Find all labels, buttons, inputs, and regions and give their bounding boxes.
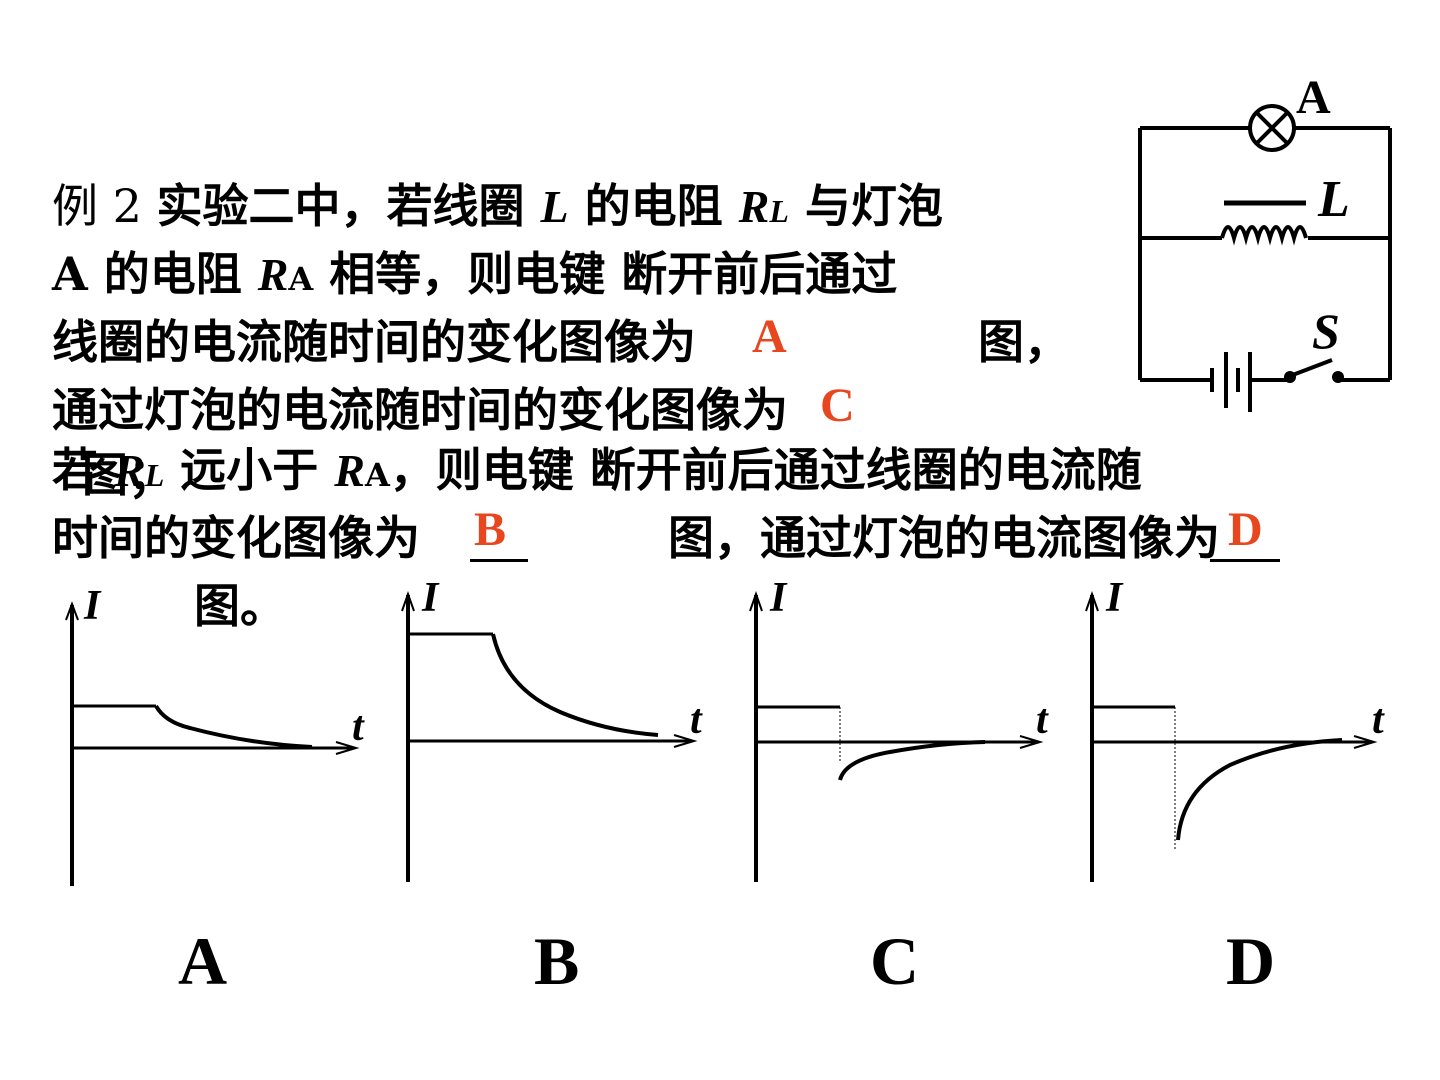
symbol-R: R (334, 445, 365, 496)
switch-blade (1289, 358, 1333, 378)
bulb-circle (1248, 104, 1296, 152)
subscript-L: L (144, 457, 165, 493)
symbol-R: R (257, 249, 289, 300)
question-line-3-tail: 图， (978, 315, 1070, 369)
bulb-label: A (1296, 71, 1331, 124)
graph-c-y-label: I (770, 575, 787, 621)
graph-a-x-arrow (335, 741, 360, 755)
answer-3: B (474, 503, 507, 556)
graph-b (401, 590, 698, 882)
text-segment: 的电阻 (87, 247, 258, 301)
question-line-3: 线圈的电流随时间的变化图像为 (52, 319, 696, 365)
text-segment: 线圈的电流随时间的变化图像为 (52, 315, 696, 369)
graph-b-decay (491, 633, 659, 737)
graph-d-y-arrow (1085, 590, 1099, 612)
text-segment: ，则电键 断开前后通过线圈的电流随 (389, 443, 1142, 497)
symbol-L: L (540, 181, 569, 232)
graph-b-x-arrow (673, 734, 698, 748)
text-segment: 的电阻 (568, 179, 739, 233)
subscript-L: L (769, 193, 789, 229)
graph-a-y-arrow (65, 601, 79, 621)
graph-b-y-arrow (401, 590, 415, 612)
question-line-1: 例 2 实验二中，若线圈 L 的电阻 RL 与灯泡 (52, 183, 943, 234)
graph-b-x-label: t (690, 697, 702, 743)
question-line-7: 图。 (194, 579, 286, 633)
text-segment: 通过灯泡的电流随时间的变化图像为 (52, 383, 788, 437)
symbol-A: A (52, 247, 88, 301)
bulb-cross-2 (1255, 111, 1289, 145)
subscript-A: A (288, 260, 314, 298)
graph-c-letter: C (870, 923, 920, 999)
graph-c-x-label: t (1036, 697, 1048, 743)
example-number: 例 2 (52, 179, 157, 233)
graph-a-letter: A (178, 923, 228, 999)
graph-c-rise (838, 740, 986, 781)
graph-a-decay (154, 704, 313, 749)
text-segment: 若 (52, 443, 115, 497)
graph-d-y-label: I (1106, 575, 1123, 621)
answer-1: A (752, 310, 787, 363)
subscript-A: A (364, 456, 390, 494)
switch-contact-2 (1332, 371, 1344, 383)
graph-b-letter: B (534, 923, 580, 999)
graph-c-x-arrow (1019, 735, 1044, 749)
text-segment: 时间的变化图像为 (52, 511, 420, 565)
symbol-R: R (738, 181, 770, 232)
graph-a-y-label: I (84, 583, 101, 629)
inductor-coil (1220, 225, 1308, 246)
question-line-6-mid: 图，通过灯泡的电流图像为 (668, 511, 1220, 565)
graph-a (65, 601, 360, 886)
graph-d-letter: D (1226, 923, 1276, 999)
question-line-5: 若 RL 远小于 RA，则电键 断开前后通过线圈的电流随 (52, 447, 1142, 498)
answer-4: D (1228, 503, 1263, 556)
graph-d-x-label: t (1372, 697, 1384, 743)
answer-2: C (820, 379, 855, 432)
inductor-label: L (1318, 171, 1350, 228)
graph-d-rise (1176, 738, 1343, 841)
switch-contact-1 (1284, 371, 1296, 383)
question-line-4: 通过灯泡的电流随时间的变化图像为 (52, 387, 788, 433)
blank-4-underline (1210, 559, 1280, 562)
question-line-6: 时间的变化图像为 (52, 515, 420, 561)
text-segment: 实验二中，若线圈 (156, 179, 541, 233)
text-segment: 相等，则电键 断开前后通过 (313, 247, 898, 301)
graph-c (749, 590, 1044, 882)
blank-3-underline (470, 559, 528, 562)
question-line-5-overlap: 图； (82, 448, 174, 502)
graph-d (1085, 590, 1378, 882)
graph-a-x-label: t (352, 704, 364, 750)
switch-label: S (1312, 303, 1340, 359)
graph-d-x-arrow (1353, 735, 1378, 749)
text-segment: 远小于 (164, 443, 335, 497)
graph-c-y-arrow (749, 590, 763, 612)
text-segment: 与灯泡 (788, 179, 943, 233)
graph-b-y-label: I (422, 575, 439, 621)
symbol-R: R (114, 445, 145, 496)
question-line-2: A 的电阻 RA 相等，则电键 断开前后通过 (52, 251, 897, 302)
